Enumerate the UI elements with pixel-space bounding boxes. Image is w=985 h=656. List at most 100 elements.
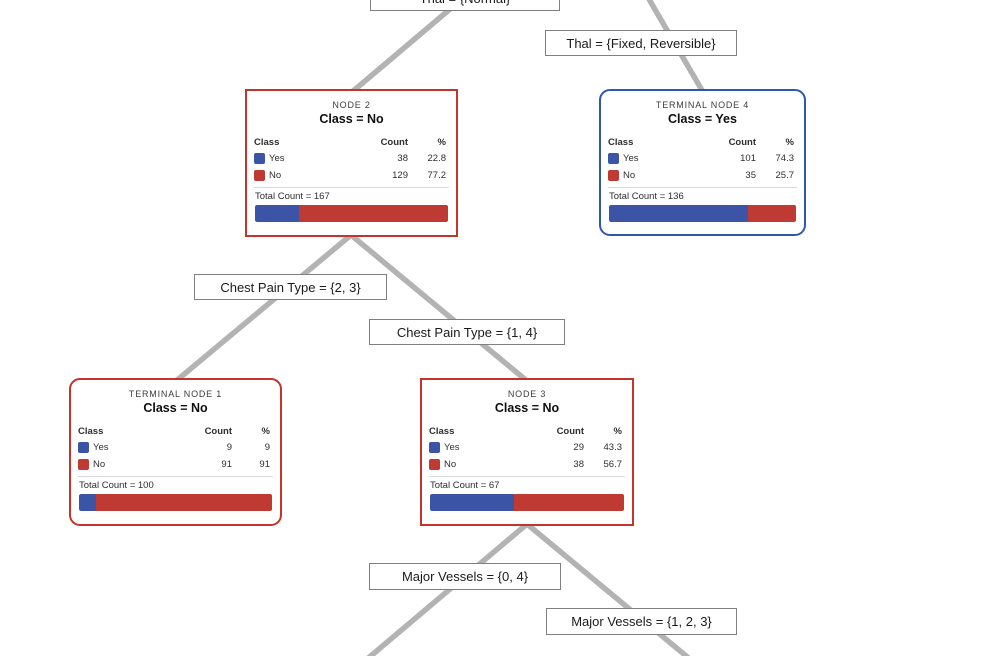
total-count-label: Total Count = 100: [79, 480, 154, 491]
bar-segment-no: [747, 205, 796, 222]
header-class: Class: [78, 426, 104, 437]
header-count: Count: [728, 137, 756, 148]
no-color-swatch: [429, 459, 440, 470]
class-table: Class Count % Yes 101 74.3 No 35 25.7: [601, 135, 804, 184]
tree-node-2[interactable]: NODE 2 Class = No Class Count % Yes 38 2…: [245, 89, 458, 237]
tree-node-3[interactable]: NODE 3 Class = No Class Count % Yes 29 4…: [420, 378, 634, 526]
row-pct: 22.8: [427, 153, 447, 164]
class-table: Class Count % Yes 29 43.3 No 38 56.7: [422, 424, 632, 473]
row-label: No: [444, 459, 457, 470]
header-count: Count: [556, 426, 584, 437]
table-row-yes: Yes 38 22.8: [254, 150, 446, 167]
row-count: 91: [221, 459, 232, 470]
yes-color-swatch: [254, 153, 265, 164]
node-title: TERMINAL NODE 4: [655, 100, 750, 110]
row-count: 9: [226, 442, 232, 453]
edge-node-3-right-child: [525, 521, 691, 656]
header-pct: %: [261, 426, 270, 437]
table-row-no: No 35 25.7: [608, 167, 794, 184]
row-label: Yes: [269, 153, 285, 164]
edge-node-2-to-node-3: [349, 232, 529, 384]
row-label: No: [623, 170, 636, 181]
bar-segment-yes: [79, 494, 97, 511]
row-pct: 91: [259, 459, 270, 470]
class-table: Class Count % Yes 38 22.8 No 129 77.2: [247, 135, 456, 184]
divider: [608, 187, 797, 188]
bar-segment-no: [514, 494, 624, 511]
total-count-label: Total Count = 136: [609, 191, 684, 202]
header-class: Class: [608, 137, 634, 148]
yes-color-swatch: [78, 442, 89, 453]
bar-segment-no: [96, 494, 272, 511]
total-count-label: Total Count = 167: [255, 191, 330, 202]
node-class-assignment: Class = Yes: [668, 112, 737, 126]
class-table-header: Class Count %: [429, 424, 622, 439]
divider: [78, 476, 273, 477]
branch-label-major-vessels-0-4: Major Vessels = {0, 4}: [369, 563, 561, 590]
row-count: 29: [573, 442, 584, 453]
edge-node-3-left-child: [366, 521, 529, 656]
table-row-yes: Yes 9 9: [78, 439, 270, 456]
row-pct: 43.3: [603, 442, 623, 453]
header-count: Count: [204, 426, 232, 437]
header-pct: %: [613, 426, 622, 437]
class-distribution-bar: [79, 494, 272, 511]
header-pct: %: [785, 137, 794, 148]
divider: [429, 476, 625, 477]
class-table: Class Count % Yes 9 9 No 91 91: [71, 424, 280, 473]
bar-segment-yes: [255, 205, 299, 222]
node-class-assignment: Class = No: [143, 401, 208, 415]
table-row-yes: Yes 101 74.3: [608, 150, 794, 167]
row-pct: 9: [264, 442, 270, 453]
bar-segment-yes: [430, 494, 514, 511]
row-count: 38: [573, 459, 584, 470]
yes-color-swatch: [429, 442, 440, 453]
row-label: Yes: [623, 153, 639, 164]
branch-label-thal-fixed-reversible: Thal = {Fixed, Reversible}: [545, 30, 737, 56]
yes-color-swatch: [608, 153, 619, 164]
row-label: No: [93, 459, 106, 470]
row-pct: 25.7: [775, 170, 795, 181]
class-distribution-bar: [609, 205, 796, 222]
row-count: 129: [392, 170, 408, 181]
divider: [254, 187, 449, 188]
row-count: 38: [397, 153, 408, 164]
no-color-swatch: [254, 170, 265, 181]
branch-label-chest-pain-2-3: Chest Pain Type = {2, 3}: [194, 274, 387, 300]
total-count-label: Total Count = 67: [430, 480, 500, 491]
class-table-header: Class Count %: [608, 135, 794, 150]
edge-node-2-to-terminal-node-1: [174, 232, 353, 384]
row-count: 35: [745, 170, 756, 181]
class-distribution-bar: [430, 494, 624, 511]
row-pct: 77.2: [427, 170, 447, 181]
no-color-swatch: [608, 170, 619, 181]
class-table-header: Class Count %: [254, 135, 446, 150]
branch-label-major-vessels-1-2-3: Major Vessels = {1, 2, 3}: [546, 608, 737, 635]
edge-root-to-node-2: [350, 1, 458, 95]
node-class-assignment: Class = No: [319, 112, 384, 126]
node-title: NODE 2: [332, 100, 371, 110]
node-class-assignment: Class = No: [494, 401, 560, 415]
branch-label-chest-pain-1-4: Chest Pain Type = {1, 4}: [369, 319, 565, 345]
row-pct: 56.7: [603, 459, 623, 470]
no-color-swatch: [78, 459, 89, 470]
row-label: No: [269, 170, 282, 181]
table-row-yes: Yes 29 43.3: [429, 439, 622, 456]
node-title: NODE 3: [507, 389, 547, 399]
row-label: Yes: [444, 442, 460, 453]
table-row-no: No 129 77.2: [254, 167, 446, 184]
table-row-no: No 91 91: [78, 456, 270, 473]
tree-terminal-node-4[interactable]: TERMINAL NODE 4 Class = Yes Class Count …: [599, 89, 806, 236]
row-label: Yes: [93, 442, 109, 453]
header-class: Class: [254, 137, 280, 148]
row-pct: 74.3: [775, 153, 795, 164]
class-distribution-bar: [255, 205, 448, 222]
tree-terminal-node-1[interactable]: TERMINAL NODE 1 Class = No Class Count %…: [69, 378, 282, 526]
bar-segment-no: [299, 205, 448, 222]
class-table-header: Class Count %: [78, 424, 270, 439]
table-row-no: No 38 56.7: [429, 456, 622, 473]
header-count: Count: [380, 137, 408, 148]
header-class: Class: [429, 426, 455, 437]
